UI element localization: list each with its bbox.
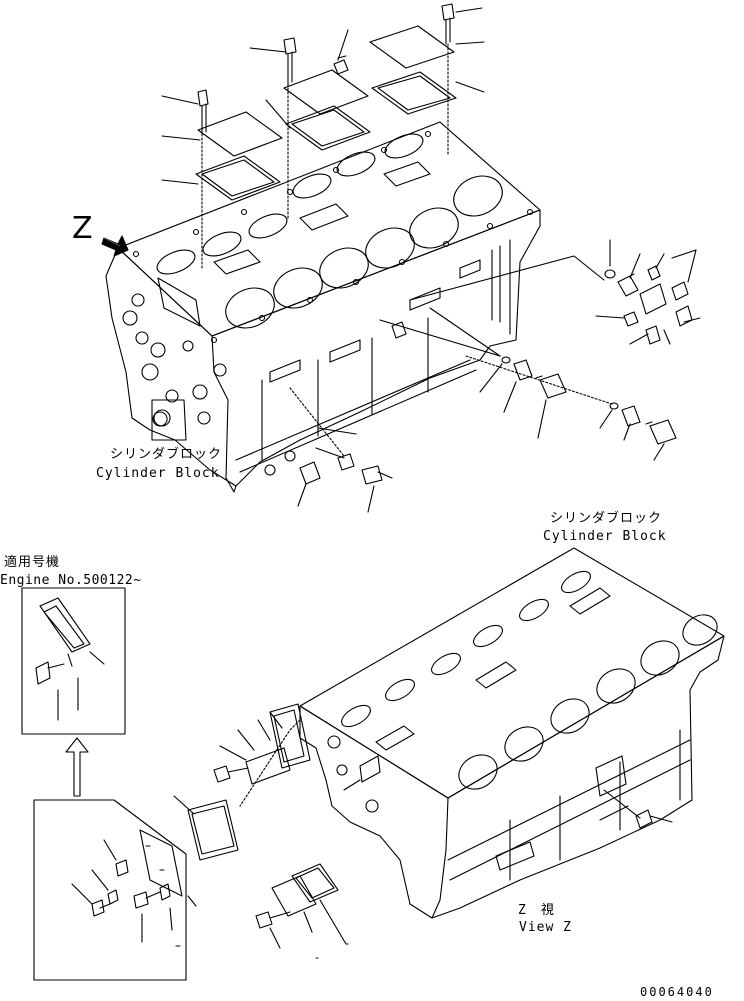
cylinder-block-lower <box>300 548 724 918</box>
block-upper-front-details <box>123 278 226 440</box>
block-lower-side-face <box>432 636 724 918</box>
gasket-middle <box>286 106 370 150</box>
breather-plug <box>334 56 348 74</box>
inset-plate-lower <box>140 830 182 896</box>
gasket-inset <box>188 800 238 860</box>
block-upper-top-deck <box>118 122 540 336</box>
block2-label-jp: シリンダブロック <box>550 511 663 526</box>
gasket-right <box>372 72 456 114</box>
inset-box-top <box>22 588 125 734</box>
inset-bolt-2 <box>92 900 110 916</box>
sender-unit-1 <box>536 374 566 398</box>
fitting-right <box>672 282 688 300</box>
plug-bottom-2 <box>338 454 354 470</box>
gasket-front-lower <box>292 864 338 902</box>
engine-number-label: Engine No.500122~ <box>0 573 142 588</box>
sensor-right <box>676 306 692 326</box>
adapter-1 <box>618 274 638 296</box>
inset-box-bottom <box>34 800 348 980</box>
deck-bolt-holes <box>134 132 533 476</box>
leader-lines-upper <box>162 8 700 512</box>
sender-unit-2 <box>646 420 676 444</box>
cylinder-bores-lower <box>338 567 722 796</box>
bolt-front-lower <box>256 912 290 928</box>
cylinder-block-upper <box>106 122 540 492</box>
gasket-front-upper <box>270 704 310 768</box>
block1-label-en: Cylinder Block <box>96 466 220 481</box>
inset-washer-2 <box>160 884 170 900</box>
bolt-top-right <box>442 4 454 44</box>
top-covers <box>196 4 456 268</box>
bolt-top-middle <box>284 38 296 84</box>
inset-bolt-1 <box>116 860 128 876</box>
bolt-bottom <box>362 466 392 484</box>
inset-washer-1 <box>108 890 118 904</box>
plug-top <box>648 266 660 280</box>
gasket-left <box>196 156 280 200</box>
block-upper-front-face <box>106 248 236 492</box>
adapter-3 <box>622 406 640 426</box>
tee-block <box>640 284 666 314</box>
cylinder-bores-upper <box>154 129 509 335</box>
adapter-2 <box>514 360 532 380</box>
plug-left <box>624 312 638 326</box>
cover-front-upper <box>246 748 290 784</box>
o-ring-3 <box>610 403 618 409</box>
block2-label-en: Cylinder Block <box>543 529 667 544</box>
o-ring-2 <box>502 357 510 363</box>
cover-plate-left <box>198 112 282 156</box>
view-z-label-en: View Z <box>519 920 572 935</box>
cover-plate-right <box>370 26 454 68</box>
view-marker-z: Z <box>72 211 93 246</box>
view-z-label-jp: Z 視 <box>518 903 555 918</box>
drawing-number: 00064040 <box>640 985 714 999</box>
bolt-top-left <box>198 90 208 134</box>
sensor-fittings <box>290 256 692 484</box>
cover-front-lower <box>272 876 316 916</box>
view-z-arrow <box>102 236 128 256</box>
block1-label-jp: シリンダブロック <box>110 447 223 462</box>
inset-bolt <box>36 654 72 684</box>
inset-bolt-3 <box>134 892 160 908</box>
applicable-label-jp: 適用号機 <box>4 555 61 570</box>
block-upper-side-face <box>212 210 540 486</box>
bolt-front-upper <box>214 766 248 782</box>
sensor-lower <box>646 326 660 344</box>
plug-side-lower <box>636 810 672 828</box>
cover-plate-middle <box>284 70 368 114</box>
front-covers-lower <box>174 704 346 948</box>
o-ring-1 <box>605 270 615 278</box>
plug-bottom <box>300 462 320 484</box>
block-lower-front-face <box>300 706 448 918</box>
inset-cover-plate <box>40 598 90 652</box>
upgrade-arrow <box>66 738 88 796</box>
